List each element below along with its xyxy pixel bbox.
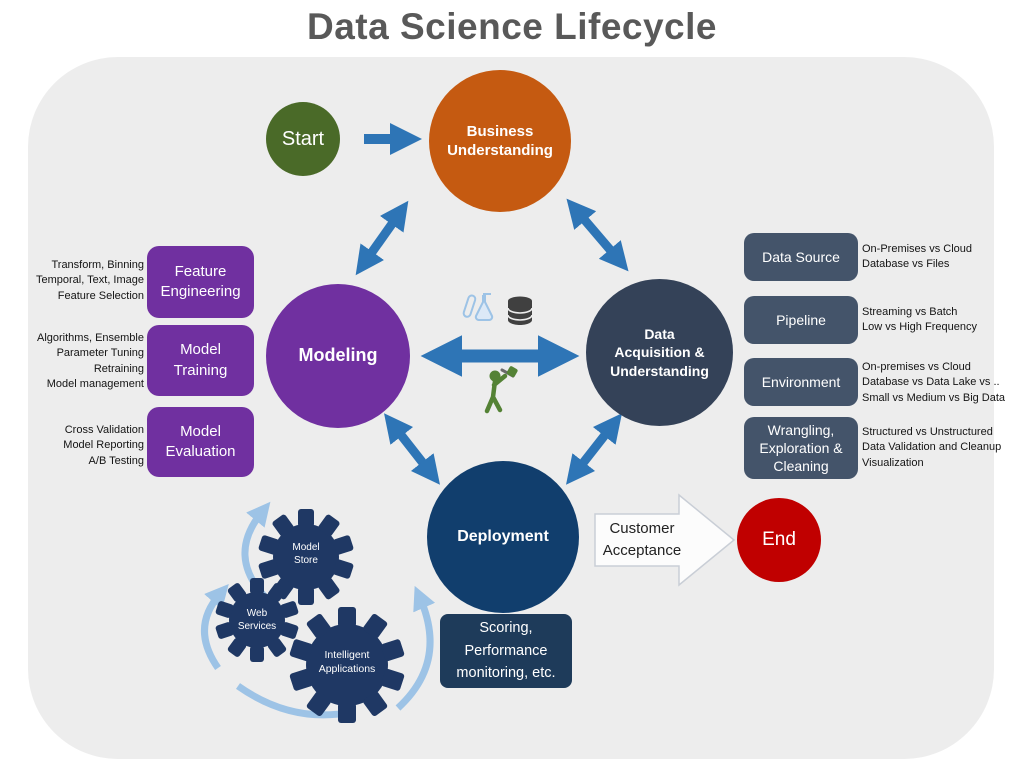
deployment-node: Deployment [427, 461, 579, 613]
model-evaluation-note: Cross Validation Model Reporting A/B Tes… [63, 424, 144, 467]
wrangling-box: Wrangling, Exploration & Cleaning [744, 417, 858, 479]
gear-cycle-arrow-2 [201, 584, 229, 671]
model-evaluation-box: Model Evaluation [147, 407, 254, 477]
web-services-gear-icon [215, 578, 299, 662]
page-title: Data Science Lifecycle [307, 6, 717, 47]
scoring-box: Scoring, Performance monitoring, etc. [440, 614, 572, 688]
model-training-box: Model Training [147, 325, 254, 396]
flask-icon [462, 293, 494, 321]
web-services-label: Web Services [237, 608, 277, 632]
gear-cycle-arrow-3 [395, 585, 436, 711]
arrow-business-dataacq [566, 198, 629, 272]
wrangling-note: Structured vs Unstructured Data Validati… [862, 426, 1002, 469]
pipeline-box: Pipeline [744, 296, 858, 344]
feature-engineering-note: Transform, Binning Temporal, Text, Image… [35, 259, 144, 302]
business-understanding-node: Business Understanding [429, 70, 571, 212]
database-icon [507, 296, 533, 325]
customer-acceptance-label: Customer Acceptance [602, 520, 682, 559]
pipeline-note: Streaming vs Batch Low vs High Frequency [862, 306, 977, 334]
model-training-note: Algorithms, Ensemble Parameter Tuning Re… [37, 332, 144, 391]
data-source-note: On-Premises vs Cloud Database vs Files [862, 243, 973, 271]
modeling-node: Modeling [266, 284, 410, 428]
data-acquisition-node: Data Acquisition & Understanding [586, 279, 733, 426]
model-store-label: Model Store [292, 542, 320, 566]
customer-acceptance-arrow-shape [594, 493, 736, 587]
start-node: Start [266, 102, 340, 176]
feature-engineering-box: Feature Engineering [147, 246, 254, 318]
intelligent-applications-gear-icon [289, 607, 405, 723]
arrow-dataacq-deployment [566, 413, 622, 485]
arrow-business-modeling [355, 200, 409, 276]
environment-note: On-premises vs Cloud Database vs Data La… [862, 361, 1006, 404]
intelligent-applications-label: Intelligent Applications [318, 649, 376, 675]
pickaxe-person-icon [484, 366, 518, 414]
environment-box: Environment [744, 358, 858, 406]
data-source-box: Data Source [744, 233, 858, 281]
end-node: End [737, 498, 821, 582]
arrow-modeling-deployment [384, 413, 440, 485]
